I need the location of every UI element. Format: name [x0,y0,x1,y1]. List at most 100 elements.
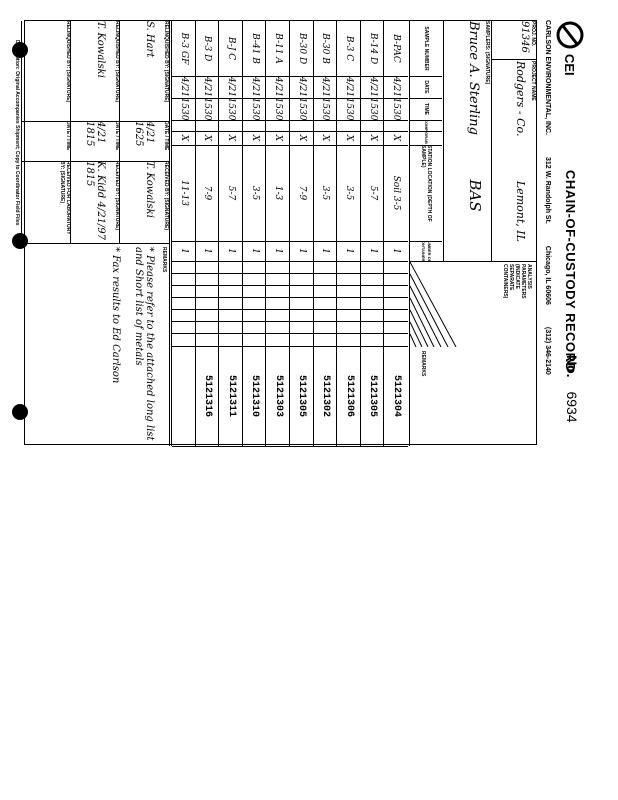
number-label: No. [564,355,580,378]
analysis-diagonal-lines [409,261,457,348]
cell-grab: X [242,131,267,146]
cell-station-location: 3-5 [242,145,267,242]
cell-containers: 1 [266,241,290,262]
received-signature-cell: Received by: (Signature) K. Kidd 4/21/97 … [71,161,120,244]
form-number: No. 6934 [564,355,580,423]
cell-remark: 5121316 [195,346,220,447]
received-signature-label: Received by: (Signature) [114,161,120,230]
analysis-label: ANALYSIS PARAMETERS (INDICATE SEPARATE C… [502,264,532,299]
relinquished-signature-label: Relinquished by: (Signature) [114,21,120,103]
custody-date-time-label: Date / Time [163,121,169,151]
cell-time: 1530 [219,98,243,121]
cell-date: 4/21 [313,76,338,99]
cell-date: 4/21 [384,76,408,99]
cell-time: 1530 [384,98,408,121]
project-name-value: Rodgers - Co. [514,61,527,137]
cell-analysis [195,333,220,347]
proj-no-label: PROJ. NO. [530,21,536,47]
remark-note-2: * Fax results to Ed Carlson [110,247,121,384]
cell-remark: 5121310 [242,346,267,447]
project-location-value: Lemont, IL [514,180,527,242]
cell-station-location: 1-3 [266,145,290,242]
form-title: CHAIN-OF-CUSTODY RECORD [563,170,578,373]
samplers-signature: Bruce A. Sterling [466,21,481,135]
cell-grab: X [172,131,196,146]
company-city: Chicago, IL 60606 [544,245,551,305]
cell-station-location: 7-9 [195,145,220,242]
cell-remark: 5121305 [360,346,385,447]
custody-row: Relinquished by: (Signature) S. HartDate … [119,21,169,244]
cell-sample-number: B-3 C [337,21,361,77]
project-name-label: PROJECT NAME [530,61,536,101]
company-name: CARLSON ENVIRONMENTAL, INC. [544,20,551,135]
distribution-footer: Distribution: Original Accompanies Shipm… [14,40,20,226]
custody-date-time-cell: Date / Time4/21 1625 [120,121,169,162]
cell-analysis [242,333,267,347]
cell-analysis [266,333,290,347]
proj-no-value: 91346 [519,21,530,53]
cell-containers: 1 [384,241,408,262]
cell-station-location: 11-13 [172,145,196,242]
cell-time: 1530 [172,98,196,121]
cell-analysis [384,333,408,347]
relinquished-signature-cell: Relinquished by: (Signature) S. Hart [120,21,169,122]
cell-time: 1530 [360,98,385,121]
cell-containers: 1 [360,241,385,262]
cell-time: 1530 [195,98,220,121]
cell-station-location: 5-7 [360,145,385,242]
cell-sample-number: B-J C [219,21,243,77]
cell-grab: X [360,131,385,146]
cell-sample-number: B-30 B [313,21,338,77]
cell-analysis [313,333,338,347]
cell-remark: 5121302 [313,346,338,447]
cell-sample-number: B-3 GF [172,21,196,77]
cell-date: 4/21 [290,76,314,99]
received-signature: T. Kowalski [144,161,155,218]
cell-date: 4/21 [172,76,196,99]
cell-time: 1530 [242,98,267,121]
custody-date-time: 4/21 1815 [84,121,106,147]
custody-date-time-label: Date / Time [65,121,71,151]
custody-section: Relinquished by: (Signature) S. HartDate … [21,21,170,446]
cell-containers: 1 [313,241,338,262]
cell-grab: X [384,131,408,146]
cell-date: 4/21 [360,76,385,99]
custody-row: Relinquished by: (Signature)Date / TimeR… [21,21,71,244]
cell-station-location: 7-9 [290,145,314,242]
cell-remark: 5121303 [266,346,290,447]
cell-grab: X [337,131,361,146]
custody-date-time-label: Date / Time [114,121,120,151]
relinquished-signature: T. Kowalski [95,21,106,78]
cell-time: 1530 [290,98,314,121]
cell-containers: 1 [290,241,314,262]
received-signature-label: Received by: (Signature) [163,161,169,230]
logo-icon [556,21,584,49]
received-signature: K. Kidd 4/21/97 1815 [84,161,106,241]
remark-note-1: * Please refer to the attached long list… [133,247,155,441]
cell-remark: 5121311 [219,346,243,447]
cell-containers: 1 [219,241,243,262]
company-phone: (312) 346-2140 [544,326,551,375]
cell-sample-number: B-30 D [290,21,314,77]
cell-time: 1530 [266,98,290,121]
company-line: CARLSON ENVIRONMENTAL, INC. 312 W. Rando… [544,20,551,445]
cell-grab: X [195,131,220,146]
cell-containers: 1 [242,241,267,262]
custody-date-time-cell: Date / Time [22,121,71,162]
cell-analysis [290,333,314,347]
cell-analysis [172,333,196,347]
relinquished-signature-cell: Relinquished by: (Signature) [22,21,71,122]
col-date: DATE [410,76,442,99]
cell-date: 4/21 [242,76,267,99]
col-time: TIME [410,98,442,121]
relinquished-signature: S. Hart [144,21,155,58]
form-grid: PROJ. NO. 91346 PROJECT NAME Rodgers - C… [21,20,537,447]
cell-time: 1530 [313,98,338,121]
cell-grab: X [219,131,243,146]
col-grab: GRAB [410,131,442,146]
received-signature-cell: Received for Laboratory by: (Signature) [22,161,71,244]
relinquished-signature-label: Relinquished by: (Signature) [163,21,169,103]
